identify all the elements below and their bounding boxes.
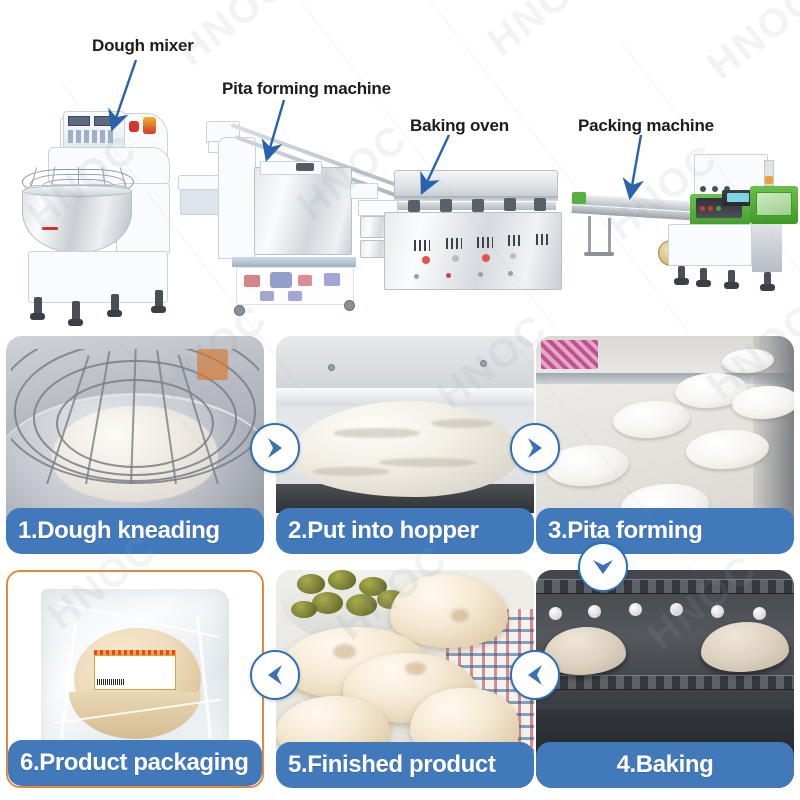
flow-arrow-down	[578, 542, 628, 592]
chevron-right-icon	[528, 438, 542, 458]
process-caption-5: 5.Finished product	[276, 742, 534, 788]
callout-label-pita-forming-machine: Pita forming machine	[222, 79, 391, 98]
flow-arrow-right-2	[510, 423, 560, 473]
chevron-right-icon	[268, 438, 282, 458]
process-caption-3: 3.Pita forming	[536, 508, 794, 554]
pita-forming-machine-illustration	[178, 115, 398, 316]
flow-arrow-left-2	[250, 650, 300, 700]
oven-body	[384, 212, 562, 290]
process-panel-finished-product[interactable]: 5.Finished product	[276, 570, 534, 788]
process-caption-4: 4.Baking	[536, 742, 794, 788]
callout-label-dough-mixer: Dough mixer	[92, 36, 194, 55]
chevron-down-icon	[593, 560, 613, 574]
packing-machine-illustration	[571, 150, 800, 310]
flow-arrow-right-1	[250, 423, 300, 473]
callout-arrow-dough-mixer	[108, 59, 644, 201]
flow-arrow-left-1	[510, 650, 560, 700]
mixer-yellow-button	[143, 117, 156, 134]
process-caption-6: 6.Product packaging	[8, 740, 262, 786]
dough-mixer-illustration	[8, 105, 183, 326]
process-caption-2: 2.Put into hopper	[276, 508, 534, 554]
process-panel-baking[interactable]: 4.Baking	[536, 570, 794, 788]
mixer-red-button	[129, 121, 139, 132]
callout-label-baking-oven: Baking oven	[410, 116, 509, 135]
process-caption-1: 1.Dough kneading	[6, 508, 264, 554]
process-panel-dough-kneading[interactable]: 1.Dough kneading	[6, 336, 264, 554]
process-panel-product-packaging[interactable]: 6.Product packaging	[6, 570, 264, 788]
machine-line-diagram: Dough mixer Pita forming machine Baking …	[0, 0, 800, 330]
chevron-left-icon	[268, 665, 282, 685]
process-panel-put-into-hopper[interactable]: 2.Put into hopper	[276, 336, 534, 554]
callout-label-packing-machine: Packing machine	[578, 116, 714, 135]
chevron-left-icon	[528, 665, 542, 685]
process-panel-pita-forming[interactable]: 3.Pita forming	[536, 336, 794, 554]
process-step-grid: 1.Dough kneading 2.Put into hopper	[0, 330, 800, 800]
